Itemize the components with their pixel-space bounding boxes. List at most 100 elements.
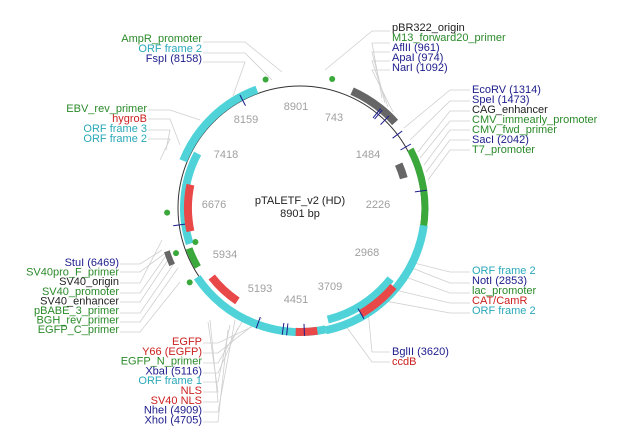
primer-arrow bbox=[173, 250, 179, 257]
feature-label-orf-frame-2: ORF frame 2 bbox=[472, 305, 536, 317]
feature-label-orf-frame-2: ORF frame 2 bbox=[83, 133, 147, 145]
feature-label-orf-frame-1: ORF frame 1 bbox=[138, 375, 202, 387]
feature-label-fspi-8158: FspI (8158) bbox=[146, 53, 202, 65]
feature-label-ebv-rev-primer: EBV_rev_primer bbox=[66, 103, 147, 115]
origin-arc-right bbox=[395, 162, 408, 180]
feature-label-orf-frame-3: ORF frame 3 bbox=[83, 123, 147, 135]
enzyme-site-marks bbox=[173, 94, 427, 336]
feature-label-cag-enhancer: CAG_enhancer bbox=[472, 104, 548, 116]
feature-label-ccdb: ccdB bbox=[392, 356, 416, 368]
enzyme-site-mark bbox=[303, 323, 305, 336]
leader-lines bbox=[120, 30, 470, 423]
enzyme-site-mark bbox=[400, 143, 412, 151]
plasmid-size: 8901 bp bbox=[280, 208, 320, 220]
feature-label-bglii-3620: BglII (3620) bbox=[392, 346, 449, 358]
tick-label: 1484 bbox=[356, 149, 380, 161]
primer-arrow bbox=[164, 209, 171, 216]
feature-label-spei-1473: SpeI (1473) bbox=[472, 94, 529, 106]
cmv-promoter-arc bbox=[407, 147, 429, 231]
feature-label-orf-frame-2: ORF frame 2 bbox=[138, 43, 202, 55]
feature-label-egfp-c-primer: EGFP_C_primer bbox=[38, 324, 120, 336]
enzyme-site-mark bbox=[380, 115, 390, 125]
feature-label-pbr322-origin: pBR322_origin bbox=[392, 22, 465, 34]
enzyme-site-mark bbox=[357, 308, 365, 320]
primer-arrow bbox=[186, 279, 193, 286]
camr-arc bbox=[358, 283, 397, 318]
feature-label-egfp-n-primer: EGFP_N_primer bbox=[121, 356, 203, 368]
feature-label-hygrob: hygroB bbox=[112, 113, 147, 125]
enzyme-site-mark bbox=[239, 94, 246, 106]
feature-label-xbai-5116: XbaI (5116) bbox=[145, 365, 202, 377]
origin-arc-left bbox=[164, 250, 175, 267]
tick-label: 2226 bbox=[366, 199, 390, 211]
feature-label-nhei-4909: NheI (4909) bbox=[144, 405, 202, 417]
feature-label-egfp: EGFP bbox=[172, 336, 202, 348]
tick-label: 3709 bbox=[318, 281, 342, 293]
labels-left-middle: StuI (6469)SV40pro_F_primerSV40_originSV… bbox=[26, 257, 119, 336]
enzyme-site-mark bbox=[392, 130, 403, 139]
feature-label-pbabe-3-primer: pBABE_3_primer bbox=[34, 305, 119, 317]
feature-label-nls: NLS bbox=[181, 385, 202, 397]
feature-label-sv40pro-f-primer: SV40pro_F_primer bbox=[26, 267, 119, 279]
orf-arc-top bbox=[179, 85, 259, 163]
tick-label: 5193 bbox=[248, 283, 272, 295]
feature-label-sv40-origin: SV40_origin bbox=[59, 276, 119, 288]
enzyme-site-mark bbox=[374, 109, 383, 120]
tick-label: 7418 bbox=[214, 149, 238, 161]
egfp-arc bbox=[208, 274, 240, 305]
feature-label-ecorv-1314: EcoRV (1314) bbox=[472, 84, 541, 96]
feature-label-m13-forward20-primer: M13_forward20_primer bbox=[392, 32, 506, 44]
feature-label-sv40-promoter: SV40_promoter bbox=[42, 286, 119, 298]
feature-label-cmv-immearly-promoter: CMV_immearly_promoter bbox=[472, 114, 598, 126]
feature-label-noti-2853: NotI (2853) bbox=[472, 275, 527, 287]
enzyme-site-mark bbox=[372, 108, 381, 119]
origin-arc bbox=[350, 87, 399, 126]
enzyme-site-mark bbox=[414, 189, 427, 193]
labels-bottom-center: BglII (3620)ccdB bbox=[392, 346, 449, 368]
feature-label-xhoi-4705: XhoI (4705) bbox=[145, 414, 202, 426]
ccdb-arc bbox=[295, 326, 318, 336]
enzyme-site-mark bbox=[286, 323, 289, 336]
feature-label-apai-974: ApaI (974) bbox=[392, 52, 443, 64]
tick-label: 2968 bbox=[355, 247, 379, 259]
tick-label: 8159 bbox=[234, 114, 258, 126]
feature-label-bgh-rev-primer: BGH_rev_primer bbox=[36, 315, 119, 327]
tick-label: 5934 bbox=[213, 249, 237, 261]
feature-label-lac-promoter: lac_promoter bbox=[472, 285, 537, 297]
feature-label-cmv-fwd-primer: CMV_fwd_primer bbox=[472, 124, 557, 136]
feature-label-t7-promoter: T7_promoter bbox=[472, 144, 535, 156]
primer-arrow bbox=[262, 76, 269, 83]
feature-label-sv40-nls: SV40 NLS bbox=[151, 395, 202, 407]
tick-label: 6676 bbox=[202, 199, 226, 211]
feature-label-y66-egfp: Y66 (EGFP) bbox=[142, 346, 202, 358]
plasmid-name: pTALETF_v2 (HD) bbox=[255, 195, 345, 207]
enzyme-site-mark bbox=[281, 322, 285, 335]
feature-label-saci-2042: SacI (2042) bbox=[472, 134, 529, 146]
feature-label-ampr-promoter: AmpR_promoter bbox=[121, 33, 202, 45]
feature-label-nari-1092: NarI (1092) bbox=[392, 62, 448, 74]
enzyme-site-mark bbox=[255, 316, 261, 329]
orf-arc-right-lower bbox=[326, 276, 394, 324]
feature-label-cat-camr: CAT/CamR bbox=[472, 295, 527, 307]
feature-arcs bbox=[164, 76, 429, 336]
labels-right-upper: EcoRV (1314)SpeI (1473)CAG_enhancerCMV_i… bbox=[472, 84, 598, 156]
primer-arrow bbox=[329, 76, 336, 82]
tick-label: 743 bbox=[325, 112, 343, 124]
tick-label: 8901 bbox=[284, 101, 308, 113]
tick-label: 4451 bbox=[284, 294, 308, 306]
feature-label-aflii-961: AflII (961) bbox=[392, 42, 440, 54]
position-ticks: 743 1484 2226 2968 3709 4451 5193 5934 6676 7418 8… bbox=[202, 101, 390, 306]
feature-label-stui-6469: StuI (6469) bbox=[65, 257, 119, 269]
enzyme-site-mark bbox=[173, 223, 186, 227]
feature-label-orf-frame-2: ORF frame 2 bbox=[472, 265, 536, 277]
sv40-promoter-arc bbox=[185, 247, 201, 269]
hygro-arc bbox=[183, 183, 195, 233]
feature-label-sv40-enhancer: SV40_enhancer bbox=[40, 295, 119, 307]
primer-arrow bbox=[192, 239, 199, 245]
